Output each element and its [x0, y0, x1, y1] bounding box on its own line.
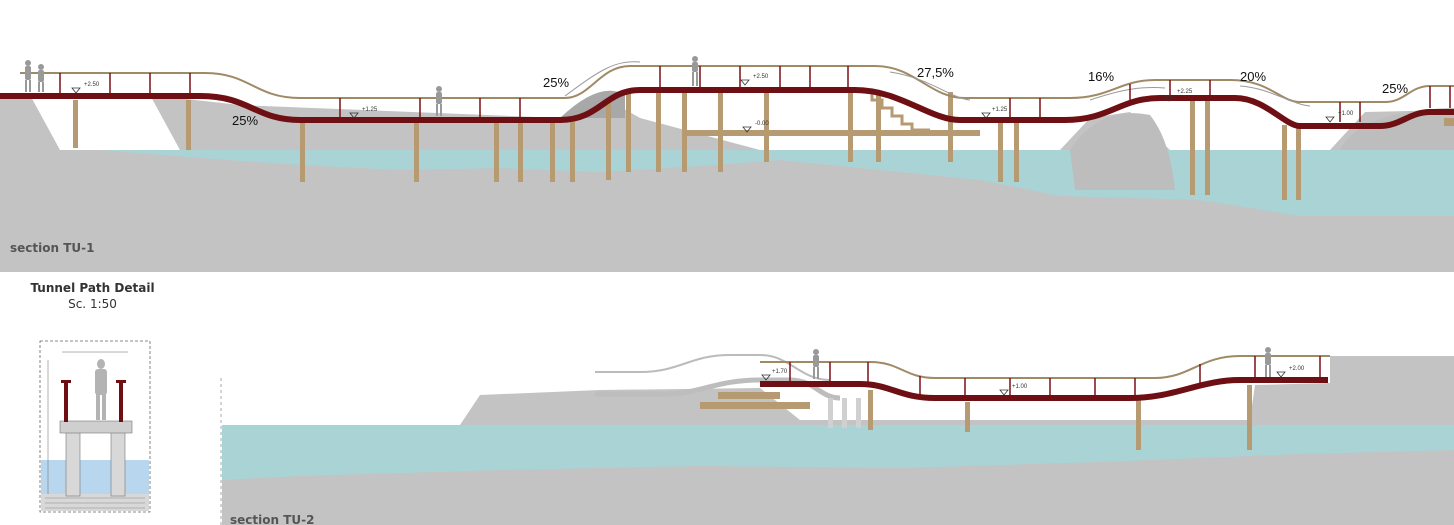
deck-tu2	[760, 377, 1328, 401]
staircase	[862, 90, 930, 132]
slope-label: 25%	[232, 113, 258, 128]
mound-3	[1340, 108, 1454, 150]
piers-tu1	[73, 92, 1454, 200]
level-markers-tu2	[761, 371, 1286, 396]
mound-2	[1070, 113, 1175, 190]
people-tu1	[25, 56, 698, 116]
section-tu2: +1.70 +1.00 +2.00 section TU-2	[220, 347, 1454, 525]
level-label: +1.25	[992, 107, 1008, 113]
level-label: -0.00	[755, 121, 769, 127]
ghost-railing	[595, 354, 831, 381]
railing-tu1-lower	[564, 61, 1311, 107]
railing-posts-tu1	[59, 66, 1451, 122]
water-tu2	[222, 425, 1454, 480]
railing-tu2	[760, 355, 1330, 379]
people-tu2	[813, 347, 1271, 379]
level-label: +1.00	[1012, 384, 1028, 390]
slope-label: 25%	[543, 75, 569, 90]
level-label: +2.00	[1289, 366, 1305, 372]
tunnel-detail-drawing	[39, 340, 151, 513]
level-label: +2.50	[84, 82, 100, 88]
level-label: +1.25	[362, 107, 378, 113]
section-tu1: 25% 25% 27,5% 16% 20% 25% +2.50 +1.25 +2…	[0, 56, 1454, 272]
slope-label: 20%	[1240, 69, 1266, 84]
slope-label: 25%	[1382, 81, 1408, 96]
railing-posts-tu2	[789, 356, 1321, 398]
level-label: +2.50	[753, 74, 769, 80]
section-label-tu1: section TU-1	[10, 241, 94, 255]
deck-tu1	[0, 87, 1454, 129]
slope-label: 16%	[1088, 69, 1114, 84]
detail-scale: Sc. 1:50	[68, 297, 117, 311]
piers-tu2	[700, 385, 1252, 450]
level-markers-tu1	[71, 79, 1335, 133]
section-label-tu2: section TU-2	[230, 513, 314, 525]
ghost-deck	[595, 377, 841, 401]
detail-title: Tunnel Path Detail	[30, 281, 155, 295]
level-label: +1.70	[772, 369, 788, 375]
level-label: +1.00	[1338, 111, 1354, 117]
slope-label: 27,5%	[917, 65, 954, 80]
level-label: +2.25	[1177, 89, 1193, 95]
ghost-piers-tu2	[828, 398, 861, 428]
